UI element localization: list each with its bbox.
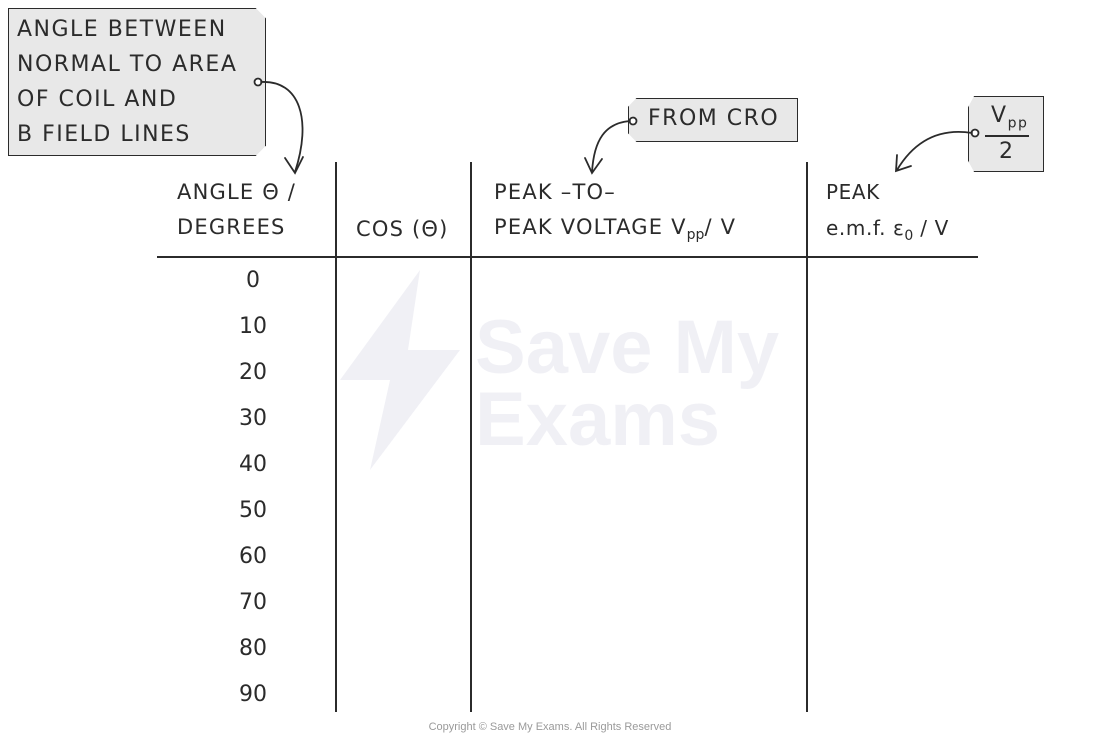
cro-note-text: FROM CRO [648, 106, 780, 131]
angle-value-cell: 70 [239, 590, 267, 615]
arrow-head [584, 157, 603, 175]
watermark-line-1: Save My [475, 305, 780, 390]
copyright-notice: Copyright © Save My Exams. All Rights Re… [428, 721, 672, 733]
cro-source-note: FROM CRO [628, 98, 798, 142]
angle-note-line: ANGLE BETWEEN [17, 17, 227, 42]
angle-value-cell: 40 [239, 452, 267, 477]
angle-value-cell: 50 [239, 498, 267, 523]
angle-note-line: B FIELD LINES [17, 122, 191, 147]
angle-value-cell: 20 [239, 360, 267, 385]
column-divider [806, 162, 808, 712]
column-divider [335, 162, 337, 712]
vpp-half-note: Vpp 2 [968, 96, 1044, 172]
angle-note-line: NORMAL TO AREA [17, 52, 238, 77]
vpp-fraction-numerator: Vpp [991, 103, 1029, 132]
header-angle-line1: ANGLE Θ / [177, 180, 297, 204]
header-emf-line2: e.m.f. ε0 / V [826, 216, 949, 244]
arrow-head [895, 154, 912, 173]
header-vpp-line1: PEAK –TO– [494, 180, 616, 204]
bolt-logo-icon [340, 270, 460, 470]
fraction-bar [985, 135, 1029, 137]
angle-definition-note: ANGLE BETWEEN NORMAL TO AREA OF COIL AND… [8, 8, 266, 156]
watermark: Save My Exams [330, 270, 779, 474]
angle-value-cell: 60 [239, 544, 267, 569]
header-angle-line2: DEGREES [177, 215, 286, 239]
header-vpp-line2: PEAK VOLTAGE Vpp/ V [494, 215, 737, 244]
header-underline [157, 256, 978, 258]
angle-value-cell: 90 [239, 682, 267, 707]
arrow-to-angle-header [260, 81, 304, 173]
angle-value-cell: 30 [239, 406, 267, 431]
column-divider [470, 162, 472, 712]
header-cos: COS (Θ) [356, 217, 449, 241]
header-emf-line1: PEAK [826, 180, 880, 204]
vpp-fraction-denominator: 2 [999, 139, 1015, 164]
angle-value-cell: 0 [246, 268, 260, 293]
angle-value-cell: 10 [239, 314, 267, 339]
arrow-head [284, 156, 304, 175]
arrow-to-emf-header [896, 131, 973, 171]
arrow-to-vpp-header [591, 120, 631, 173]
watermark-line-2: Exams [475, 377, 721, 462]
angle-note-line: OF COIL AND [17, 87, 178, 112]
angle-value-cell: 80 [239, 636, 267, 661]
